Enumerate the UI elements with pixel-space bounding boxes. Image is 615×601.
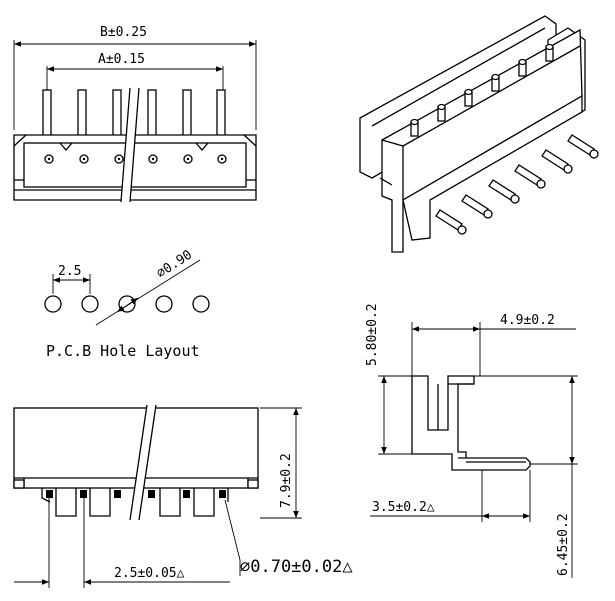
- dim-front-height: 7.9±0.2: [279, 453, 294, 508]
- top-pin-holes: [44, 154, 227, 164]
- isometric-view: [359, 15, 599, 253]
- top-view: B±0.25 A±0.15: [13, 25, 257, 203]
- pcb-hole-layout: 2.5 ∅0.90 P.C.B Hole Layout: [44, 247, 210, 360]
- dim-side-pin-height: 6.45±0.2: [556, 513, 571, 576]
- iso-upper-pins: [410, 43, 554, 137]
- dim-side-pin-length: 3.5±0.2△: [372, 500, 435, 515]
- dim-pitch: 2.5±0.05△: [114, 566, 185, 581]
- front-view: 7.9±0.2 2.5±0.05△ ∅0.70±0.02△: [13, 404, 353, 588]
- pcb-layout-caption: P.C.B Hole Layout: [46, 342, 200, 360]
- dim-side-depth: 4.9±0.2: [500, 313, 555, 328]
- dim-side-upper-height: 5.80±0.2: [365, 303, 380, 366]
- dim-a: A±0.15: [98, 52, 145, 67]
- iso-lower-pins: [435, 134, 599, 235]
- dim-pin-diameter: ∅0.70±0.02△: [240, 557, 353, 577]
- dim-hole-pitch: 2.5: [58, 264, 81, 279]
- dim-b: B±0.25: [100, 25, 147, 40]
- front-pin-ends: [46, 490, 226, 498]
- side-view: 5.80±0.2 4.9±0.2 6.45±0.2 3.5±0.2△: [365, 303, 578, 578]
